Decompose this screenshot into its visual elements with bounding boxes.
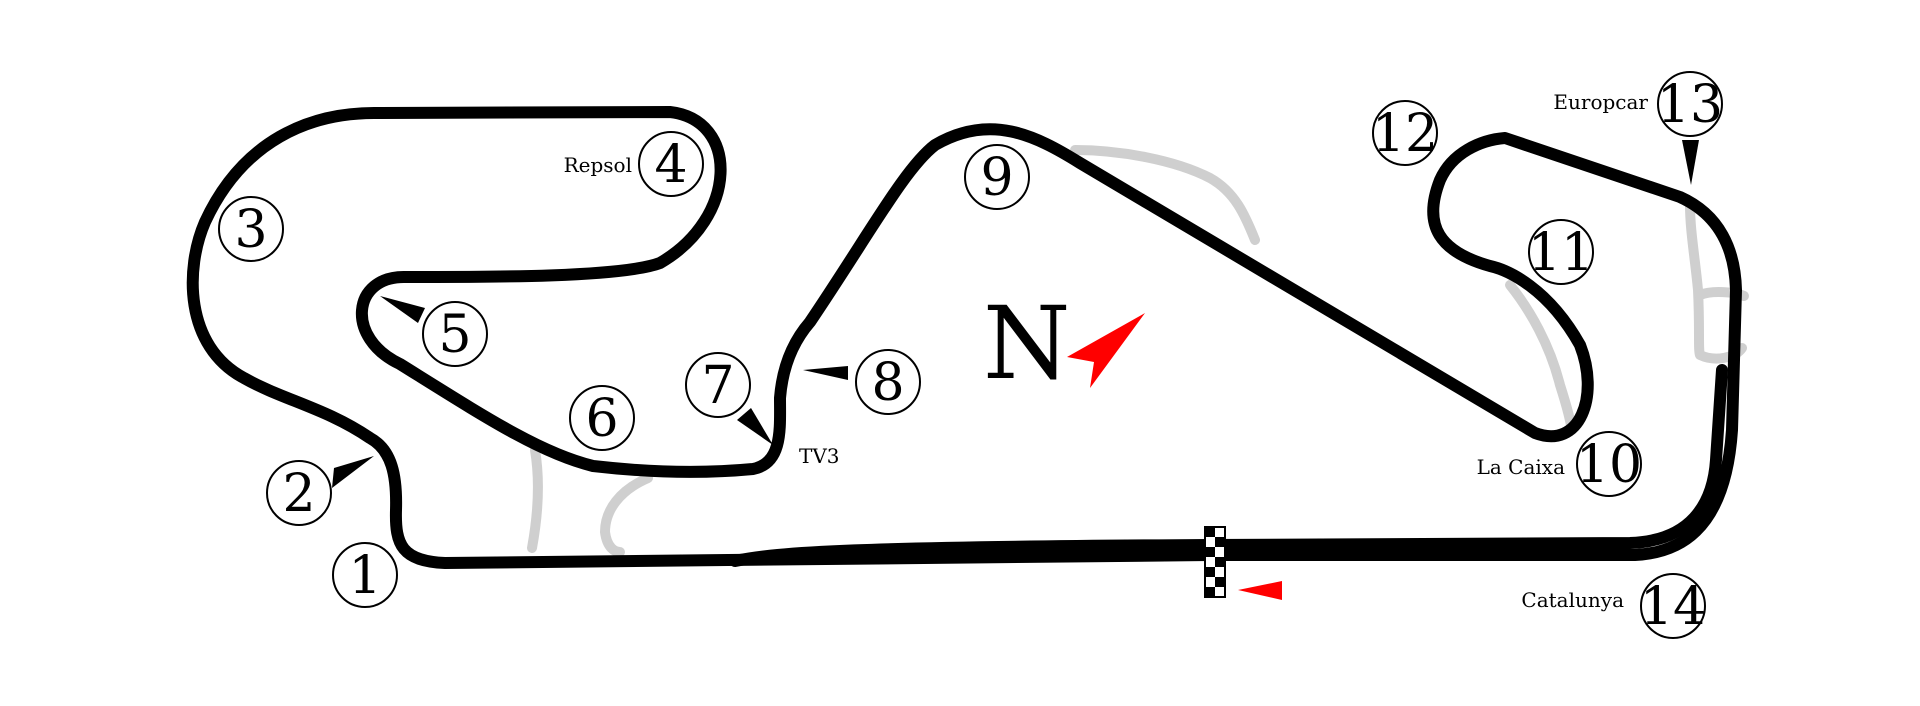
turn-1: 1 <box>332 542 398 608</box>
pit-lane <box>729 364 1728 567</box>
turn-number: 7 <box>701 356 734 416</box>
turn-13: Europcar 13 <box>1553 71 1723 137</box>
turn-marker-icon <box>638 131 704 197</box>
turn-9: 9 <box>964 144 1030 210</box>
turn-2: 2 <box>266 460 332 526</box>
turn-number: 3 <box>234 200 267 260</box>
turn-14: Catalunya 14 <box>1521 573 1706 639</box>
turn-marker-icon <box>1576 431 1642 497</box>
alternate-layout <box>527 145 1749 557</box>
turn-marker-icon <box>332 542 398 608</box>
turn-number: 5 <box>438 305 471 365</box>
sponsor-label: Europcar <box>1553 90 1648 114</box>
turn-number: 12 <box>1372 104 1438 164</box>
pointer-turn-2 <box>332 456 374 488</box>
turn-6: 6 <box>569 385 635 451</box>
sponsor-label: Repsol <box>564 153 632 177</box>
compass-arrow-icon <box>1067 313 1145 388</box>
turn-number: 13 <box>1657 75 1723 135</box>
turn-marker-icon <box>569 385 635 451</box>
turn-number: 11 <box>1528 223 1594 283</box>
start-finish-flag-icon <box>1204 526 1226 598</box>
turn-7: 7 <box>685 352 751 418</box>
turn-pointers <box>332 140 1699 488</box>
turn-number: 6 <box>585 389 618 449</box>
turn-number: 1 <box>348 546 381 606</box>
turn-marker-icon <box>266 460 332 526</box>
turn-marker-icon <box>964 144 1030 210</box>
sponsor-label: La Caixa <box>1477 455 1565 479</box>
compass: N <box>983 285 1145 402</box>
turn-5: 5 <box>422 301 488 367</box>
pointer-turn-13 <box>1682 140 1699 185</box>
turn-marker-icon <box>218 196 284 262</box>
turn-number: 2 <box>282 464 315 524</box>
turn-4: Repsol 4 <box>564 131 704 197</box>
turn-12: 12 <box>1372 100 1438 166</box>
turn-11: 11 <box>1528 219 1594 285</box>
turn-marker-icon <box>685 352 751 418</box>
turn-3: 3 <box>218 196 284 262</box>
turn-marker-icon <box>1657 71 1723 137</box>
pointer-turn-5 <box>380 296 425 323</box>
turn-number: 4 <box>654 135 687 195</box>
turn-marker-icon <box>1640 573 1706 639</box>
turn-number: 8 <box>871 353 904 413</box>
compass-north-label: N <box>983 285 1071 402</box>
turn-number: 14 <box>1640 577 1706 637</box>
turn-number: 10 <box>1576 435 1642 495</box>
turn-marker-icon <box>1528 219 1594 285</box>
turn-8: 8 TV3 <box>799 349 921 468</box>
main-circuit <box>186 106 1742 569</box>
sponsor-label: Catalunya <box>1521 588 1624 612</box>
turn-marker-icon <box>422 301 488 367</box>
turn-number: 9 <box>980 148 1013 208</box>
race-direction-arrow-icon <box>1238 581 1282 600</box>
turn-marker-icon <box>1372 100 1438 166</box>
turn-10: La Caixa 10 <box>1477 431 1642 497</box>
turn-marker-icon <box>855 349 921 415</box>
sponsor-label: TV3 <box>799 444 840 468</box>
pointer-turn-8 <box>803 366 848 380</box>
pointer-turn-7 <box>737 408 773 445</box>
